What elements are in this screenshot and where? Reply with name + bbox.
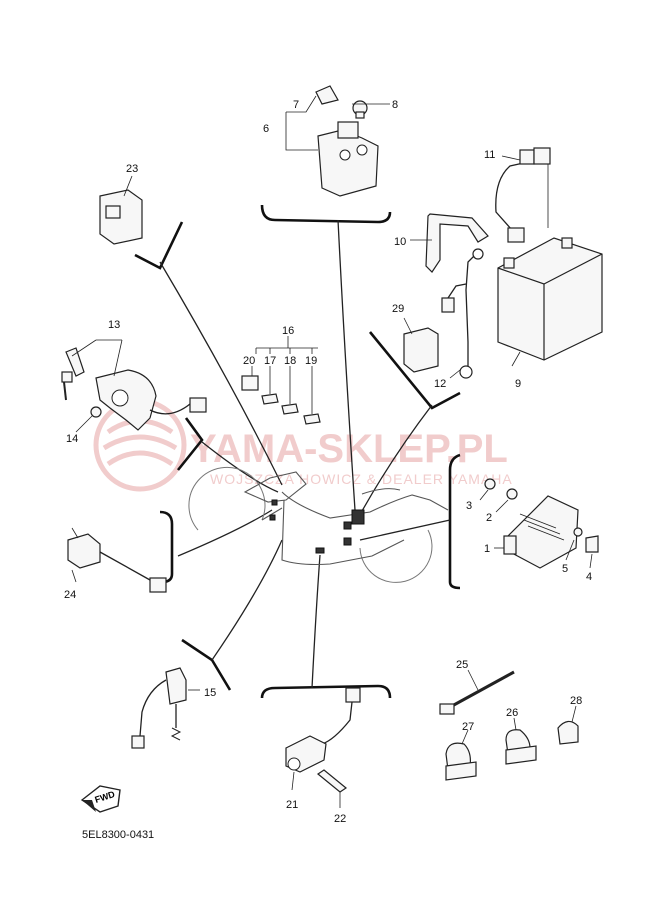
- callout-26: 26: [506, 707, 518, 719]
- callout-3: 3: [466, 500, 472, 512]
- fuse-group: [241, 336, 321, 425]
- flasher-relay-29: [403, 317, 439, 373]
- diagram-code: 5EL8300-0431: [82, 829, 154, 841]
- routing-lines: [159, 219, 451, 689]
- callout-24: 24: [64, 589, 76, 601]
- callout-19: 19: [305, 355, 317, 367]
- battery: [497, 237, 603, 361]
- callout-22: 22: [334, 813, 346, 825]
- fwd-arrow: FWD: [80, 785, 121, 813]
- callout-14: 14: [66, 433, 78, 445]
- callout-29: 29: [392, 303, 404, 315]
- battery-group: [410, 147, 603, 379]
- callout-27: 27: [462, 721, 474, 733]
- callout-20: 20: [243, 355, 255, 367]
- callout-18: 18: [284, 355, 296, 367]
- clamp-group: [439, 669, 579, 781]
- callout-10: 10: [394, 236, 406, 248]
- callout-1: 1: [484, 543, 490, 555]
- callout-15: 15: [204, 687, 216, 699]
- rectifier-group: [479, 478, 599, 569]
- callout-9: 9: [515, 378, 521, 390]
- callout-4: 4: [586, 571, 592, 583]
- callout-11: 11: [484, 149, 495, 161]
- relay-23: [99, 175, 143, 245]
- fuse-cap: [315, 85, 339, 105]
- callout-7: 7: [293, 99, 299, 111]
- callout-21: 21: [286, 799, 298, 811]
- sensor-24: [67, 527, 167, 593]
- group-brackets: [134, 204, 461, 699]
- callout-13: 13: [108, 319, 120, 331]
- callout-25: 25: [456, 659, 468, 671]
- sensor-21: [285, 687, 361, 808]
- callout-5: 5: [562, 563, 568, 575]
- starter-relay: [317, 129, 379, 197]
- callout-labels: 1 2 3 4 5 6 7 8 9 10 11 12 13 14 15 16 1…: [64, 99, 592, 825]
- callout-2: 2: [486, 512, 492, 524]
- switch-15: [131, 667, 200, 749]
- watermark-title: YAMA-SKLEP.PL: [190, 427, 508, 471]
- watermark: YAMA-SKLEP.PL WOJSZCZA HOWICZ & DEALER Y…: [93, 398, 513, 492]
- callout-28: 28: [570, 695, 582, 707]
- battery-band: [425, 213, 489, 273]
- callout-12: 12: [434, 378, 446, 390]
- watermark-subtitle: WOJSZCZA HOWICZ & DEALER YAMAHA: [210, 471, 513, 487]
- main-switch-13: [61, 339, 207, 433]
- callout-16: 16: [282, 325, 294, 337]
- callout-6: 6: [263, 123, 269, 135]
- motorcycle-frame: [188, 466, 449, 583]
- callout-17: 17: [264, 355, 276, 367]
- callout-23: 23: [126, 163, 138, 175]
- frame-relay-block: [351, 509, 365, 525]
- callout-8: 8: [392, 99, 398, 111]
- starter-relay-assembly: [285, 85, 390, 197]
